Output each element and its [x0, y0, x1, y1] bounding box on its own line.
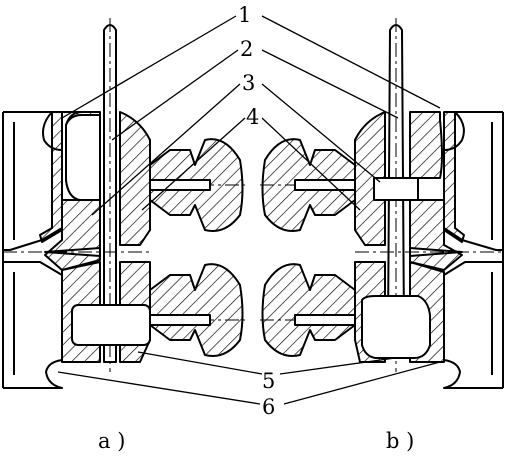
- callout-6: 6: [262, 395, 275, 419]
- callout-labels: 1 2 3 4 5 6: [238, 3, 275, 419]
- caption-b: b ): [386, 429, 414, 453]
- right-upper-cavity: [373, 177, 419, 201]
- right-upper-block: [443, 111, 465, 243]
- callout-5: 5: [262, 369, 275, 393]
- right-lower-spool: [260, 263, 356, 357]
- left-upper-cavity: [65, 114, 101, 201]
- right-upper-spool: [260, 138, 356, 232]
- right-upper-inner-block: [409, 111, 443, 179]
- callout-4: 4: [246, 105, 259, 129]
- left-lower-spool: [149, 263, 245, 357]
- caption-a: a ): [98, 429, 125, 453]
- callout-3: 3: [242, 71, 255, 95]
- left-right-block: [119, 111, 151, 246]
- callout-1: 1: [238, 3, 251, 27]
- left-upper-block-outer: [39, 111, 63, 243]
- leader-lines: [57, 15, 441, 405]
- left-lower-cavity: [71, 304, 151, 346]
- right-left-block: [354, 111, 386, 246]
- left-upper-spool: [149, 138, 245, 232]
- right-lower-cavity: [361, 295, 431, 359]
- callout-2: 2: [240, 37, 253, 61]
